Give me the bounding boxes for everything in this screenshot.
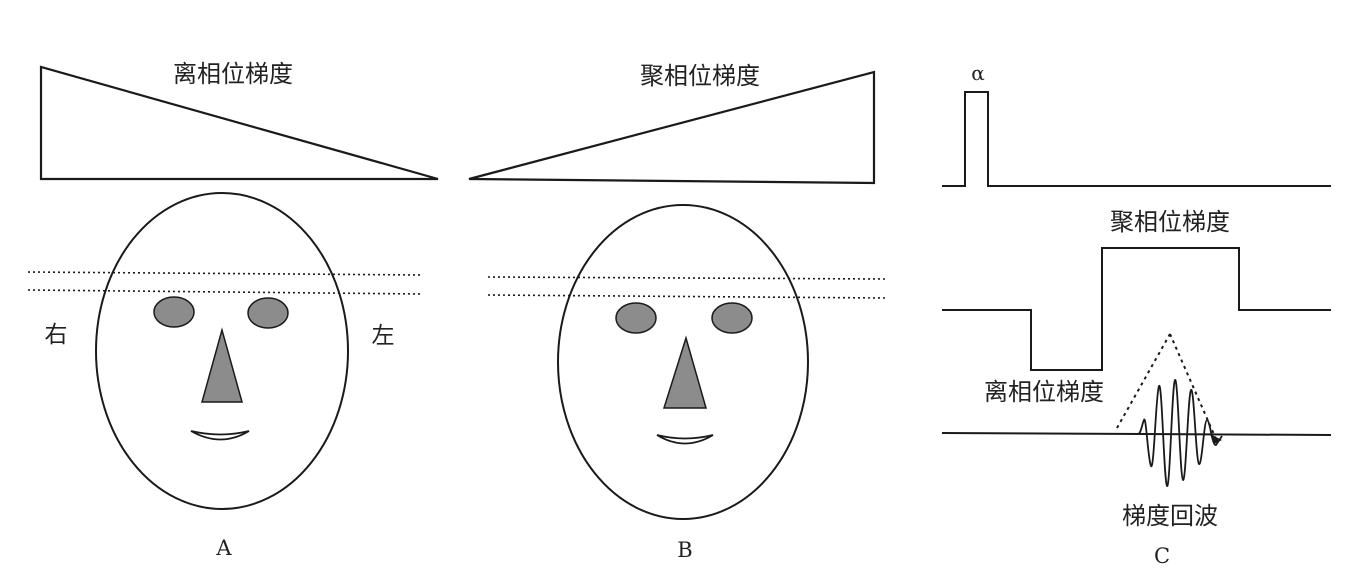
face-outline [557,204,809,520]
panel-b-gradient-label: 聚相位梯度 [640,62,760,90]
signal-baseline [941,432,1332,436]
panel-a-caption: A [215,536,232,560]
dephasing-gradient-wedge [39,65,439,181]
panel-a: 离相位梯度 右 左 A [27,60,439,560]
face-outline [95,192,349,510]
alpha-pulse-label: α [971,61,985,85]
dephase-lobe-label: 离相位梯度 [984,378,1104,406]
right-eye [153,296,195,328]
left-eye [247,297,289,329]
rephase-lobe-label: 聚相位梯度 [1110,208,1230,236]
panel-a-gradient-label: 离相位梯度 [173,60,293,88]
slice-line-bottom [487,294,886,299]
side-left-label: 左 [372,323,395,349]
panel-c-caption: C [1154,544,1170,568]
slice-line-top [487,276,886,280]
nose [201,327,243,403]
gradient-echo-label: 梯度回波 [1122,502,1218,530]
gradient-echo-signal [1137,379,1223,487]
panel-c: α 聚相位梯度 离相位梯度 梯度回波 C [941,61,1332,568]
mouth [190,430,250,441]
panel-b-caption: B [677,538,692,562]
slice-line-bottom [27,289,423,295]
echo-envelope-decay [1169,333,1217,440]
right-eye [615,302,657,334]
rf-pulse-line [942,91,1331,187]
mouth [656,434,714,445]
panel-b: 聚相位梯度 B [468,62,886,562]
nose [662,335,707,409]
side-right-label: 右 [45,322,68,348]
left-eye [711,302,753,334]
rephasing-gradient-wedge [468,70,876,185]
slice-line-top [27,271,423,276]
gradient-waveform [942,247,1331,371]
